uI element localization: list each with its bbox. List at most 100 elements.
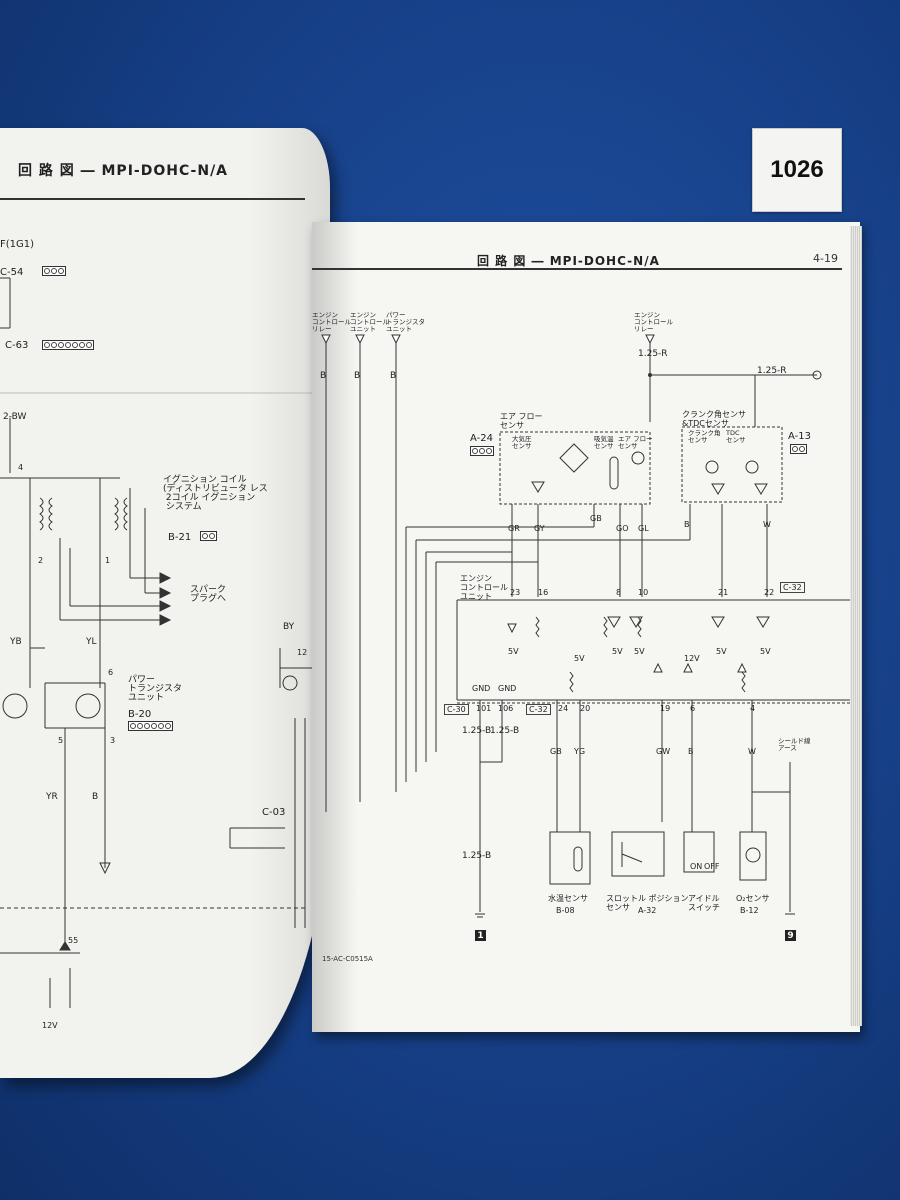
label-1g1: F(1G1): [0, 239, 35, 250]
label-12v: 12V: [42, 1021, 58, 1030]
label-5v-3: 5V: [634, 647, 645, 656]
wire-gb: GB: [590, 514, 602, 523]
ecu-pin-21: 21: [718, 588, 729, 597]
connector-c03-label: C-03: [262, 807, 286, 818]
left-wiring-diagram: [0, 277, 330, 1008]
label-5v-1: 5V: [508, 647, 519, 656]
sensor-idle-switch: アイドル スイッチ: [688, 894, 720, 912]
idle-off: OFF: [704, 862, 720, 871]
sensor-o2: O₂センサ: [736, 894, 770, 903]
wire-w-low: W: [748, 747, 756, 756]
right-page-header: 回 路 図 ― MPI-DOHC-N/A: [477, 254, 660, 268]
label-5v-6: 5V: [574, 654, 585, 663]
wire-gb-low: GB: [550, 747, 562, 756]
wire-125b-b: 1.25-B: [490, 726, 520, 736]
pin-3: 3: [110, 736, 116, 745]
ecu-pin-22: 22: [764, 588, 775, 597]
connector-b21-label: B-21: [168, 532, 192, 543]
inventory-number-tag: 1026: [752, 128, 842, 212]
ground-point-9: 9: [785, 930, 796, 941]
airflow-sub-1: 大気圧 センサ: [512, 435, 532, 450]
connector-b21-icon: [200, 531, 217, 541]
source-label-ecu: エンジン コントロール ユニット: [350, 311, 389, 333]
crank-sub-1: クランク角 センサ: [688, 429, 721, 444]
right-wiring-diagram: [321, 334, 860, 918]
wire-b-left: B: [92, 792, 99, 802]
wire-w-crank: W: [763, 520, 771, 529]
left-page-header: 回 路 図 ― MPI-DOHC-N/A: [18, 163, 229, 179]
wire-gy: GY: [534, 524, 545, 533]
sensor-throttle: スロットル ポジション センサ: [606, 894, 689, 912]
wire-125b-c: 1.25-B: [462, 851, 492, 861]
label-12v-right: 12V: [684, 654, 700, 663]
ground-point-1: 1: [475, 930, 486, 941]
wire-yb: YB: [10, 637, 22, 647]
wire-b-crank: B: [684, 520, 690, 529]
label-5v-4: 5V: [716, 647, 727, 656]
label-5v-5: 5V: [760, 647, 771, 656]
ecu-pin-23: 23: [510, 588, 521, 597]
connector-c32-top: C-32: [780, 582, 805, 593]
wire-b-2: B: [354, 371, 361, 381]
wire-gl: GL: [638, 524, 649, 533]
connector-c63-label: C-63: [5, 340, 29, 351]
right-manual-page: 回 路 図 ― MPI-DOHC-N/A 4-19 エンジン コントロール リレ…: [312, 222, 860, 1032]
connector-a24-icon: [470, 446, 494, 456]
ecu-pin-10: 10: [638, 588, 649, 597]
pin-55: 55: [68, 936, 79, 945]
power-transistor-label: パワー トランジスタ ユニット: [128, 675, 183, 703]
connector-c54-icon: [42, 266, 66, 276]
ecu-pin-19: 19: [660, 704, 671, 713]
wire-b-low: B: [688, 747, 694, 756]
wire-by: BY: [283, 622, 295, 632]
wire-gr: GR: [508, 524, 520, 533]
ecu-pin-20: 20: [580, 704, 591, 713]
pin-5: 5: [58, 736, 64, 745]
pin-12: 12: [297, 648, 308, 657]
wire-125b-a: 1.25-B: [462, 726, 492, 736]
page-stack-edge: [850, 226, 862, 1026]
ecu-pin-6: 6: [690, 704, 696, 713]
source-label-power-transistor: パワー トランジスタ ユニット: [386, 311, 425, 333]
ecu-pin-4: 4: [750, 704, 756, 713]
wire-yr: YR: [46, 792, 58, 802]
footer-code: 15-AC-C0515A: [322, 955, 373, 963]
wire-yl: YL: [86, 637, 97, 647]
connector-c30: C-30: [444, 704, 469, 715]
pin-1: 1: [105, 556, 111, 565]
wire-gw-low: GW: [656, 747, 671, 756]
ecu-pin-106: 106: [498, 704, 514, 713]
crank-sensor-label: クランク角センサ &TDCセンサ: [682, 410, 746, 428]
page-number: 4-19: [813, 252, 838, 265]
connector-c54-label: C-54: [0, 267, 24, 278]
wire-125r-b: 1.25-R: [757, 366, 787, 376]
sensor-water-temp-conn: B-08: [556, 906, 575, 915]
connector-a24-label: A-24: [470, 433, 493, 444]
relay-top-label: エンジン コントロール リレー: [634, 311, 673, 333]
airflow-sub-3: エア フロー センサ: [618, 435, 653, 450]
source-label-relay: エンジン コントロール リレー: [312, 311, 351, 333]
wire-yg-low: YG: [574, 747, 586, 756]
airflow-sub-2: 吸気温 センサ: [594, 435, 614, 450]
wire-b-1: B: [320, 371, 327, 381]
crank-sub-2: TDC センサ: [726, 429, 746, 444]
pin-2: 2: [38, 556, 44, 565]
ecu-pin-24: 24: [558, 704, 569, 713]
shield-ground-label: シールド線 アース: [778, 737, 811, 752]
connector-b20-icon: [128, 721, 173, 731]
sensor-throttle-conn: A-32: [638, 906, 657, 915]
inventory-number: 1026: [770, 156, 824, 183]
connector-a13-icon: [790, 444, 807, 454]
wire-go: GO: [616, 524, 629, 533]
sensor-water-temp: 水温センサ: [548, 894, 588, 903]
gnd-label-2: GND: [498, 684, 517, 693]
ecu-pin-101: 101: [476, 704, 492, 713]
connector-a13-label: A-13: [788, 431, 811, 442]
wire-125r-a: 1.25-R: [638, 349, 668, 359]
connector-b20-label: B-20: [128, 709, 152, 720]
label-5v-2: 5V: [612, 647, 623, 656]
ecu-pin-16: 16: [538, 588, 549, 597]
airflow-sensor-label: エア フロー センサ: [500, 412, 543, 430]
ecu-pin-8: 8: [616, 588, 622, 597]
ecu-label: エンジン コントロール ユニット: [460, 574, 508, 601]
